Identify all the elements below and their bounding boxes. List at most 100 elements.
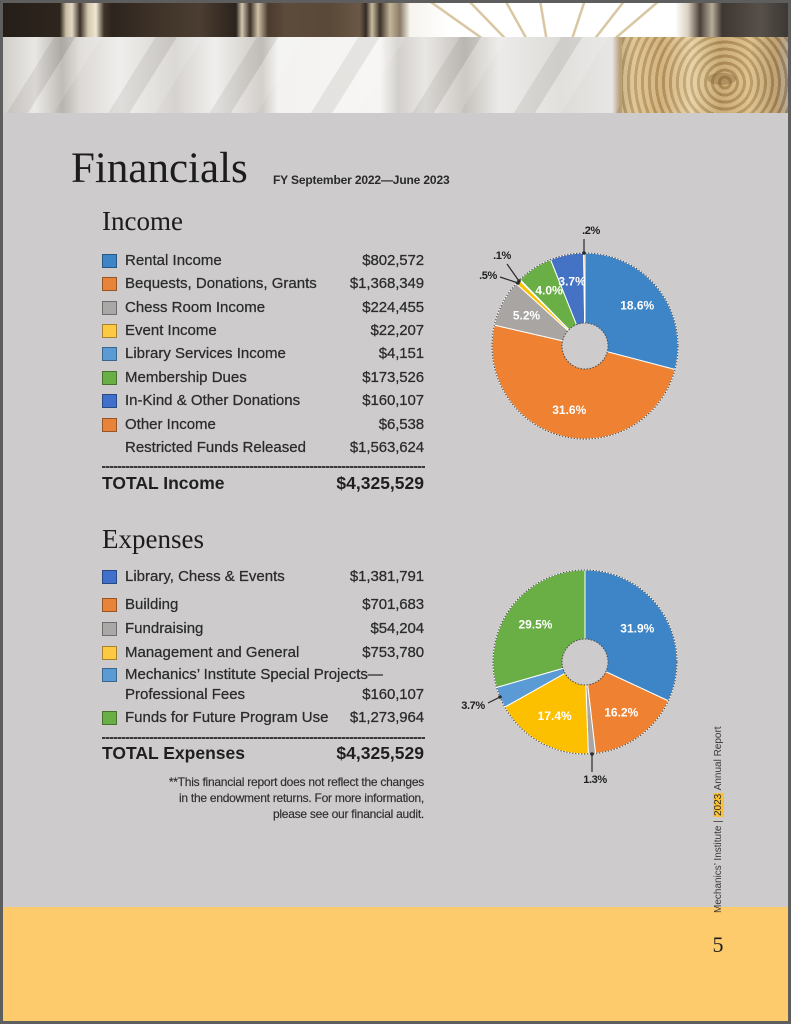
expenses-donut-chart: 31.9% 16.2% 1.3% 17.4% 3.7% 29.5% bbox=[461, 569, 678, 786]
color-swatch bbox=[102, 301, 117, 315]
pie-outline bbox=[492, 569, 678, 755]
legend-value: $160,107 bbox=[362, 392, 424, 409]
legend-item-bequests: Bequests, Donations, Grants $1,368,349 bbox=[102, 274, 424, 294]
income-total-row: TOTAL Income $4,325,529 bbox=[102, 472, 424, 494]
color-swatch bbox=[102, 668, 117, 682]
pie-labels: 18.6%31.6%5.2%.5%.1%4.0%3.7%.2% bbox=[479, 225, 654, 417]
legend-label: Management and General bbox=[125, 644, 300, 661]
leader-line bbox=[506, 263, 520, 282]
pie-label-outside: 3.7% bbox=[461, 700, 485, 712]
org-name: Mechanics’ Institute bbox=[713, 825, 724, 913]
total-label: TOTAL Expenses bbox=[102, 743, 245, 763]
footnote-line: please see our financial audit. bbox=[272, 807, 424, 821]
legend-value: $753,780 bbox=[362, 644, 424, 661]
legend-label: In-Kind & Other Donations bbox=[125, 392, 301, 409]
donut-hole bbox=[561, 638, 609, 686]
legend-item-library-chess-events: Library, Chess & Events $1,381,791 bbox=[102, 567, 424, 587]
legend-value: $6,538 bbox=[378, 416, 425, 433]
legend-value: $1,273,964 bbox=[349, 709, 424, 726]
footnote-line: **This financial report does not reflect… bbox=[168, 775, 425, 789]
caption-separator: | bbox=[713, 820, 724, 823]
legend-item-building: Building $701,683 bbox=[102, 595, 424, 615]
color-swatch bbox=[102, 371, 117, 385]
leader-arrow-icon bbox=[590, 752, 594, 756]
legend-value: $1,563,624 bbox=[349, 439, 424, 456]
legend-item-chess-room-income: Chess Room Income $224,455 bbox=[102, 298, 424, 318]
side-caption: Mechanics’ Institute | 2023 Annual Repor… bbox=[712, 722, 725, 913]
legend-value: $802,572 bbox=[362, 252, 424, 269]
pie-outline bbox=[491, 252, 679, 440]
legend-value: $22,207 bbox=[370, 322, 424, 339]
legend-value: $173,526 bbox=[362, 369, 424, 386]
legend-value: $54,204 bbox=[370, 620, 424, 637]
legend-label: Chess Room Income bbox=[125, 299, 266, 316]
income-donut-chart: 18.6%31.6%5.2%.5%.1%4.0%3.7%.2% bbox=[479, 225, 679, 440]
legend-item-fundraising: Fundraising $54,204 bbox=[102, 619, 424, 639]
legend-item-future-program-funds: Funds for Future Program Use $1,273,964 bbox=[102, 708, 424, 728]
legend-label: Event Income bbox=[125, 322, 217, 339]
legend-label: Funds for Future Program Use bbox=[125, 709, 329, 726]
pie-label: 4.0% bbox=[535, 284, 563, 298]
pie-label-outside: .2% bbox=[582, 225, 600, 237]
header-photo-dome-rays bbox=[427, 0, 661, 37]
page-title: Financials bbox=[71, 145, 248, 192]
header-photo-lower bbox=[0, 37, 791, 113]
report-name: Annual Report bbox=[713, 726, 724, 791]
expenses-total-row: TOTAL Expenses $4,325,529 bbox=[102, 742, 424, 764]
legend-value: $701,683 bbox=[362, 596, 424, 613]
total-value: $4,325,529 bbox=[336, 473, 424, 493]
legend-value: $1,381,791 bbox=[349, 568, 424, 585]
pie-label: 29.5% bbox=[518, 618, 552, 632]
legend-value: $160,107 bbox=[362, 686, 424, 703]
leader-arrow-icon bbox=[517, 279, 521, 283]
legend-label-line-2: Professional Fees bbox=[125, 686, 246, 703]
header-photo-upper bbox=[0, 0, 791, 37]
legend-item-restricted-funds-released: Restricted Funds Released $1,563,624 bbox=[102, 438, 424, 458]
footer-band bbox=[0, 907, 791, 1024]
legend-value: $4,151 bbox=[378, 345, 425, 362]
fiscal-year-subtitle: FY September 2022—June 2023 bbox=[273, 173, 450, 187]
leader-arrow-icon bbox=[582, 251, 586, 255]
legend-label: Library, Chess & Events bbox=[125, 568, 285, 585]
income-total-divider bbox=[102, 466, 425, 468]
color-swatch bbox=[102, 394, 117, 408]
color-swatch bbox=[102, 254, 117, 268]
pie-label: 31.9% bbox=[620, 622, 654, 636]
legend-label: Library Services Income bbox=[125, 345, 286, 362]
legend-label: Bequests, Donations, Grants bbox=[125, 275, 317, 292]
header-photo-molding bbox=[0, 37, 620, 113]
legend-label-line-1: Mechanics’ Institute Special Projects— bbox=[125, 666, 383, 683]
total-value: $4,325,529 bbox=[336, 743, 424, 763]
legend-item-library-services-income: Library Services Income $4,151 bbox=[102, 344, 424, 364]
color-swatch bbox=[102, 324, 117, 338]
color-swatch bbox=[102, 347, 117, 361]
report-year-highlight: 2023 bbox=[713, 793, 724, 818]
color-swatch bbox=[102, 711, 117, 725]
pie-label: 16.2% bbox=[604, 705, 638, 719]
expenses-heading: Expenses bbox=[102, 524, 204, 554]
legend-item-management-general: Management and General $753,780 bbox=[102, 643, 424, 663]
legend-item-special-projects: Mechanics’ Institute Special Projects— P… bbox=[102, 665, 424, 705]
color-swatch bbox=[102, 277, 117, 291]
legend-label: Other Income bbox=[125, 416, 216, 433]
color-swatch bbox=[102, 646, 117, 660]
pie-label-outside: .1% bbox=[493, 250, 511, 262]
legend-label: Fundraising bbox=[125, 620, 204, 637]
legend-label: Rental Income bbox=[125, 252, 222, 269]
pie-label: 17.4% bbox=[538, 709, 572, 723]
legend-item-membership-dues: Membership Dues $173,526 bbox=[102, 368, 424, 388]
legend-item-other-income: Other Income $6,538 bbox=[102, 415, 424, 435]
legend-label: Membership Dues bbox=[125, 369, 247, 386]
color-swatch bbox=[102, 622, 117, 636]
pie-label: 5.2% bbox=[513, 308, 541, 322]
color-swatch bbox=[102, 570, 117, 584]
legend-item-in-kind-donations: In-Kind & Other Donations $160,107 bbox=[102, 391, 424, 411]
pie-label-outside: 1.3% bbox=[583, 774, 607, 786]
leader-line bbox=[487, 696, 501, 704]
leader-line bbox=[499, 276, 519, 284]
financial-footnote: **This financial report does not reflect… bbox=[124, 774, 425, 822]
legend-item-rental-income: Rental Income $802,572 bbox=[102, 251, 424, 271]
pie-labels: 31.9% 16.2% 1.3% 17.4% 3.7% 29.5% bbox=[461, 618, 654, 786]
footnote-line: in the endowment returns. For more infor… bbox=[178, 791, 424, 805]
income-heading: Income bbox=[102, 206, 183, 236]
